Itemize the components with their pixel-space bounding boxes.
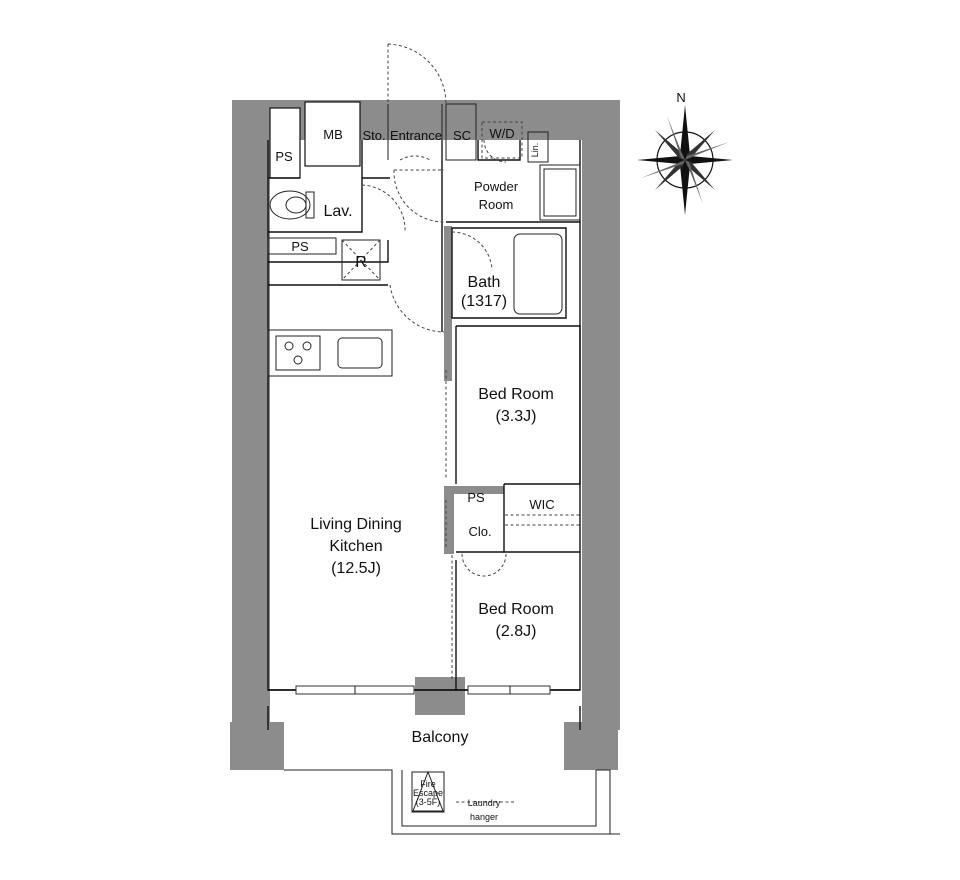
storage-label: Sto. (362, 128, 385, 143)
fire-escape-label-2: Escape (413, 788, 443, 798)
bedroom-2-label-2: (2.8J) (496, 623, 537, 640)
fire-escape-label-1: Fire (420, 779, 436, 789)
ps-top-label: PS (275, 149, 293, 164)
bedroom-2-label-1: Bed Room (478, 601, 554, 618)
ldk-label-2: Kitchen (329, 538, 382, 555)
mb-label: MB (323, 127, 343, 142)
structural-walls (230, 100, 620, 770)
powder-room-label-1: Powder (474, 179, 519, 194)
ldk-label-1: Living Dining (310, 516, 402, 533)
entrance-label: Entrance (390, 128, 442, 143)
bath-label-1: Bath (468, 274, 501, 291)
refrigerator-label: R (355, 254, 367, 271)
powder-room-label-2: Room (479, 197, 514, 212)
bedroom-1-label-2: (3.3J) (496, 408, 537, 425)
sc-label: SC (453, 128, 471, 143)
ps-mid-label: PS (291, 239, 309, 254)
fire-escape-label-3: (3-5F) (416, 797, 441, 807)
wd-label: W/D (489, 126, 514, 141)
bath-label-2: (1317) (461, 293, 507, 310)
ps-wic-label: PS (467, 490, 485, 505)
ldk-label-3: (12.5J) (331, 560, 381, 577)
compass-rose-icon: N (637, 90, 733, 215)
room-labels: MB PS Sto. Entrance SC W/D Lin. Powder R… (275, 126, 554, 822)
balcony-label: Balcony (412, 729, 469, 746)
lin-label: Lin. (530, 143, 540, 158)
lav-label: Lav. (323, 203, 352, 220)
clo-label: Clo. (468, 524, 491, 539)
laundry-hanger-label-1: Laundry (468, 798, 501, 808)
wic-label: WIC (529, 497, 554, 512)
north-label: N (676, 90, 685, 105)
laundry-hanger-label-2: hanger (470, 812, 498, 822)
door-swings (361, 43, 507, 577)
bedroom-1-label-1: Bed Room (478, 386, 554, 403)
